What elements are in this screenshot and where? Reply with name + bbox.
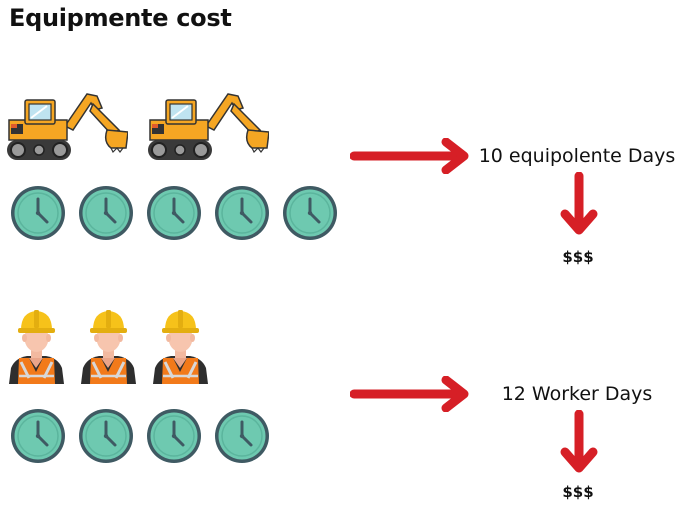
clock-icon xyxy=(145,184,203,242)
clock-icon xyxy=(77,184,135,242)
clock-icon xyxy=(9,184,67,242)
equipment-days-label: 10 equipolente Days xyxy=(478,145,676,167)
clock-icon xyxy=(145,407,203,465)
excavator-icon xyxy=(7,90,128,162)
right-arrow-icon xyxy=(350,138,469,174)
labor-clock-row xyxy=(9,407,271,465)
labor-cost-label: $$$ xyxy=(562,483,594,501)
down-arrow-icon xyxy=(560,172,598,235)
worker-days-label: 12 Worker Days xyxy=(501,383,653,405)
clock-icon xyxy=(9,407,67,465)
right-arrow-icon xyxy=(350,376,469,412)
clock-icon xyxy=(213,184,271,242)
worker-icon xyxy=(7,306,66,384)
page-title: Equipmente cost xyxy=(9,4,232,32)
clock-icon xyxy=(77,407,135,465)
worker-row xyxy=(7,306,210,384)
worker-icon xyxy=(79,306,138,384)
worker-icon xyxy=(151,306,210,384)
excavator-icon xyxy=(148,90,269,162)
equipment-clock-row xyxy=(9,184,339,242)
equipment-cost-label: $$$ xyxy=(562,248,594,266)
down-arrow-icon xyxy=(560,410,598,473)
excavator-row xyxy=(7,90,269,162)
clock-icon xyxy=(213,407,271,465)
clock-icon xyxy=(281,184,339,242)
